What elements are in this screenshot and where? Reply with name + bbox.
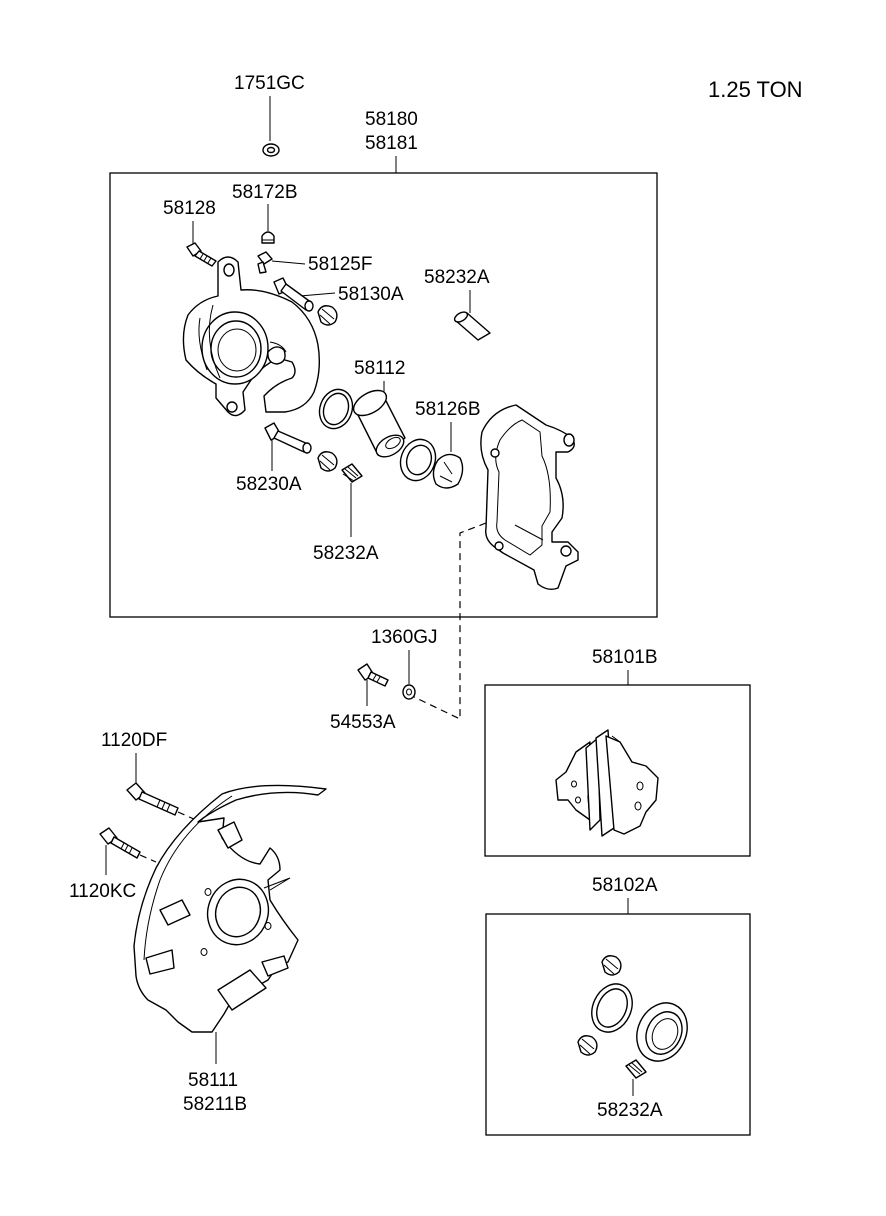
- label-1360GJ[interactable]: 1360GJ: [371, 627, 438, 648]
- label-1751GC[interactable]: 1751GC: [234, 73, 305, 94]
- leader-1120KC-dashed: [139, 854, 157, 863]
- leader-58125F: [271, 260, 306, 265]
- label-58180[interactable]: 58180: [365, 109, 418, 130]
- part-58128-bolt[interactable]: [186, 242, 217, 267]
- part-seal-kit-piston-seal[interactable]: [584, 977, 640, 1038]
- label-58172B[interactable]: 58172B: [232, 182, 298, 203]
- part-guide-pin-boot-upper[interactable]: [317, 305, 338, 326]
- part-seal-kit-boot-upper[interactable]: [601, 955, 622, 976]
- part-58130A-guide-pin[interactable]: [273, 277, 314, 312]
- part-seal-kit-dust-boot[interactable]: [628, 995, 697, 1070]
- part-58232A-sleeve-upper[interactable]: [453, 310, 491, 341]
- part-58126B-retaining-clip[interactable]: [432, 453, 464, 489]
- label-58101B[interactable]: 58101B: [592, 647, 658, 668]
- part-58230A-guide-bolt[interactable]: [264, 422, 312, 454]
- part-54553A-bolt[interactable]: [357, 663, 389, 687]
- label-58128[interactable]: 58128: [163, 198, 216, 219]
- part-58112-piston[interactable]: [349, 385, 407, 461]
- label-54553A[interactable]: 54553A: [330, 712, 396, 733]
- part-1120KC-bolt[interactable]: [99, 827, 141, 859]
- part-1360GJ-washer[interactable]: [402, 684, 416, 700]
- part-caliper-carrier[interactable]: [480, 404, 579, 591]
- part-seal-kit-boot-lower[interactable]: [577, 1035, 598, 1056]
- label-58232A-middle[interactable]: 58232A: [313, 543, 379, 564]
- label-58111[interactable]: 58111: [188, 1070, 238, 1091]
- caliper-assembly-frame: [109, 172, 658, 618]
- part-58232A-sleeve-kit[interactable]: [625, 1059, 647, 1079]
- capacity-heading: 1.25 TON: [708, 77, 803, 102]
- label-58126B[interactable]: 58126B: [415, 399, 481, 420]
- leader-58130A: [299, 292, 336, 297]
- label-58112[interactable]: 58112: [354, 358, 405, 379]
- part-1751GC-nut[interactable]: [262, 143, 280, 157]
- label-58130A[interactable]: 58130A: [338, 284, 404, 305]
- label-1120KC[interactable]: 1120KC: [69, 881, 136, 902]
- label-58181[interactable]: 58181: [365, 133, 418, 154]
- part-58125F-bleeder-screw[interactable]: [257, 251, 273, 274]
- label-58125F[interactable]: 58125F: [308, 254, 372, 275]
- label-58102A[interactable]: 58102A: [592, 875, 658, 896]
- part-guide-pin-boot-lower[interactable]: [317, 451, 338, 472]
- label-58230A[interactable]: 58230A: [236, 474, 302, 495]
- part-piston-seal[interactable]: [314, 385, 358, 434]
- part-58111-dust-shield[interactable]: [133, 784, 327, 1033]
- part-caliper-housing[interactable]: [182, 256, 321, 417]
- label-58232A-kit[interactable]: 58232A: [597, 1100, 663, 1121]
- label-58232A-upper[interactable]: 58232A: [424, 267, 490, 288]
- label-58211B[interactable]: 58211B: [183, 1094, 247, 1115]
- part-58172B-bleeder-cap[interactable]: [261, 231, 275, 244]
- part-58101B-brake-pads[interactable]: [555, 729, 659, 837]
- part-piston-dust-boot[interactable]: [395, 434, 441, 485]
- part-58232A-sleeve-middle[interactable]: [341, 463, 363, 483]
- mounting-dashed-leader: [411, 522, 487, 720]
- part-1120DF-bolt[interactable]: [126, 782, 179, 816]
- brake-pad-kit-frame: [484, 684, 751, 857]
- label-1120DF[interactable]: 1120DF: [101, 730, 167, 751]
- seal-kit-frame: [485, 913, 751, 1136]
